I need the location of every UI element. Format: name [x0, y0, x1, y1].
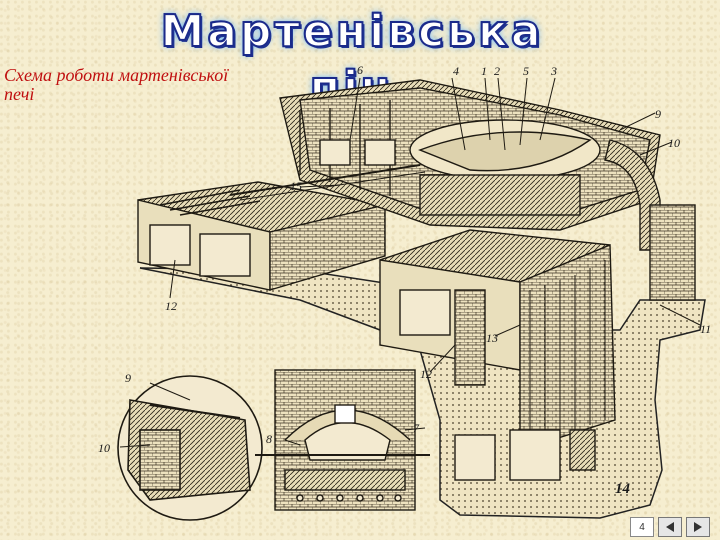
page-number: 4	[630, 517, 654, 537]
callout-label: 15	[290, 179, 302, 193]
callout-leaders	[119, 77, 701, 448]
flue-channels	[454, 429, 596, 481]
previous-slide-button[interactable]	[658, 517, 682, 537]
callout-label: 4	[453, 64, 459, 78]
callout-label: 12	[165, 299, 177, 313]
callout-label: 9	[655, 107, 661, 121]
callout-label: 11	[700, 322, 711, 336]
callout-label: 3	[550, 64, 557, 78]
detail-inset-circle	[117, 375, 263, 521]
callout-label: 8	[266, 432, 272, 446]
callout-label: 7	[413, 421, 420, 435]
callout-label: 10	[668, 136, 680, 150]
right-regenerator	[379, 229, 616, 451]
callout-label: 9	[125, 371, 131, 385]
left-triangle-icon	[666, 522, 674, 532]
callout-label: 10	[98, 441, 110, 455]
slide-navigation: 4	[630, 517, 710, 537]
callout-label: 14	[615, 481, 631, 497]
callout-labels: 4 1 2 5 3 6 9 10 11 12 13 12 15 14 7 8 9…	[98, 63, 711, 497]
slide-subtitle: Схема роботи мартенівської печі	[4, 65, 229, 104]
gas-ducts	[604, 139, 696, 301]
furnace-cross-section	[255, 369, 430, 511]
callout-label: 5	[523, 64, 529, 78]
next-slide-button[interactable]	[686, 517, 710, 537]
right-triangle-icon	[694, 522, 702, 532]
callout-label: 6	[357, 63, 363, 77]
callout-label: 1	[481, 64, 487, 78]
callout-label: 2	[494, 64, 500, 78]
callout-label: 12	[420, 367, 432, 381]
furnace-body	[229, 79, 661, 231]
callout-label: 13	[486, 331, 498, 345]
